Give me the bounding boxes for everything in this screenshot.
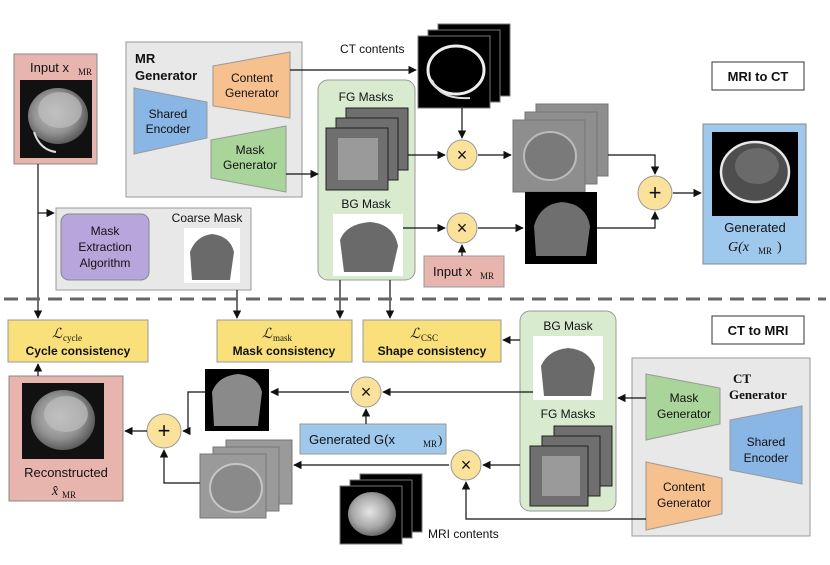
mr-mask-generator-label-2: Generator (223, 158, 277, 172)
mri-contents-stack: MRI contents (339, 473, 499, 545)
svg-text:Shape consistency: Shape consistency (378, 344, 487, 358)
svg-text:MR: MR (62, 490, 76, 500)
mr-content-generator-label-1: Content (231, 71, 274, 85)
svg-text:×: × (457, 145, 468, 165)
svg-text:Generator: Generator (657, 496, 711, 510)
multiply-op-bottom-2: × (450, 449, 482, 481)
svg-text:Reconstructed: Reconstructed (24, 465, 108, 480)
svg-text:Generated G(x: Generated G(x (309, 432, 395, 447)
bg-mask-label: BG Mask (341, 197, 391, 211)
generated-input-box: Generated G(x MR ) (299, 423, 447, 455)
mr-content-generator-label-2: Generator (225, 86, 279, 100)
add-op-top: + (637, 175, 673, 211)
mr-shared-encoder-label-1: Shared (149, 107, 188, 121)
svg-text:MRI to CT: MRI to CT (728, 69, 789, 84)
svg-text:Generator: Generator (657, 407, 711, 421)
mr-mask-generator (210, 125, 287, 193)
input-mr-small-box: Input x MR (423, 255, 505, 288)
fg-masks-label: FG Masks (339, 90, 394, 104)
coarse-mask-panel: Mask Extraction Algorithm Coarse Mask (55, 207, 252, 291)
mr-shared-encoder-label-2: Encoder (146, 122, 191, 136)
svg-text:Cycle consistency: Cycle consistency (26, 344, 131, 358)
svg-text:ℒ: ℒ (262, 327, 273, 342)
mask-extraction-algorithm (60, 213, 150, 281)
multiply-op-bottom-1: × (350, 376, 382, 408)
add-op-bottom: + (146, 413, 182, 449)
svg-text:Generated: Generated (724, 220, 785, 235)
svg-text:Content: Content (663, 480, 706, 494)
mr-generator-title-1: MR (135, 51, 156, 66)
input-mr-panel: Input x MR (13, 53, 98, 165)
mr-mask-panel: FG Masks BG Mask (317, 79, 416, 281)
mr-generator-panel: MR Generator Content Generator Shared En… (125, 41, 303, 198)
loss-cycle-box: ℒ cycle Cycle consistency (7, 319, 149, 363)
svg-text:CSC: CSC (421, 333, 438, 343)
svg-text:Generator: Generator (729, 387, 787, 402)
svg-text:cycle: cycle (63, 333, 82, 343)
coarse-mask-label: Coarse Mask (172, 211, 244, 225)
loss-mask-box: ℒ mask Mask consistency (216, 319, 353, 363)
svg-text:×: × (457, 218, 468, 238)
svg-text:x̂: x̂ (51, 484, 59, 499)
svg-text:ℒ: ℒ (410, 327, 421, 342)
svg-text:+: + (649, 180, 662, 205)
mri-contents-label: MRI contents (428, 527, 499, 541)
input-mr-sub: MR (78, 67, 92, 77)
ct-contents-stack (417, 23, 511, 109)
svg-text:Mask: Mask (670, 391, 700, 405)
bottom-connectors (33, 335, 646, 520)
svg-text:Extraction: Extraction (78, 240, 131, 254)
generated-ct-panel: Generated G(x MR ) (702, 123, 807, 265)
loss-shape-box: ℒ CSC Shape consistency (362, 319, 502, 363)
svg-text:CT: CT (733, 371, 751, 386)
mri-to-ct-title-box: MRI to CT (711, 61, 805, 91)
reconstructed-panel: Reconstructed x̂ MR (8, 375, 124, 502)
svg-text:×: × (461, 455, 472, 475)
ct-generator-panel: CT Generator Mask Generator Shared Encod… (631, 357, 811, 537)
svg-text:FG Masks: FG Masks (541, 407, 596, 421)
svg-text:MR: MR (758, 246, 772, 256)
svg-text:Encoder: Encoder (744, 451, 789, 465)
mr-generator-title-2: Generator (135, 68, 197, 83)
ct-mask-panel: BG Mask FG Masks (519, 310, 617, 512)
svg-text:MR: MR (423, 439, 437, 449)
svg-text:BG Mask: BG Mask (543, 319, 593, 333)
input-mr-label: Input x (30, 60, 70, 75)
svg-text:Input x: Input x (433, 264, 473, 279)
svg-text:Algorithm: Algorithm (80, 256, 131, 270)
mr-mask-generator-label-1: Mask (236, 143, 266, 157)
svg-text:MR: MR (480, 271, 494, 281)
ct-shared-encoder (729, 405, 803, 485)
fg-output-stack (512, 103, 609, 193)
svg-text:Mask consistency: Mask consistency (233, 344, 336, 358)
ct-contents-label: CT contents (340, 42, 404, 56)
svg-text:×: × (361, 382, 372, 402)
svg-text:): ) (438, 432, 442, 447)
bottom-bg-output-image (205, 369, 269, 431)
multiply-op-top-1: × (446, 139, 478, 171)
svg-text:+: + (158, 418, 171, 443)
svg-text:mask: mask (273, 333, 292, 343)
svg-text:ℒ: ℒ (52, 327, 63, 342)
ct-mask-generator (645, 373, 721, 441)
bottom-fg-output-stack (199, 439, 293, 519)
svg-text:G(x: G(x (728, 240, 750, 255)
ct-content-generator (645, 461, 723, 531)
mr-shared-encoder (133, 87, 208, 155)
svg-text:): ) (777, 240, 782, 255)
bg-output-image (525, 192, 597, 264)
svg-text:Mask: Mask (91, 224, 121, 238)
multiply-op-top-2: × (446, 212, 478, 244)
svg-text:CT to MRI: CT to MRI (728, 323, 789, 338)
mr-content-generator (212, 51, 291, 119)
svg-text:Shared: Shared (747, 435, 786, 449)
ct-to-mri-title-box: CT to MRI (711, 315, 805, 345)
